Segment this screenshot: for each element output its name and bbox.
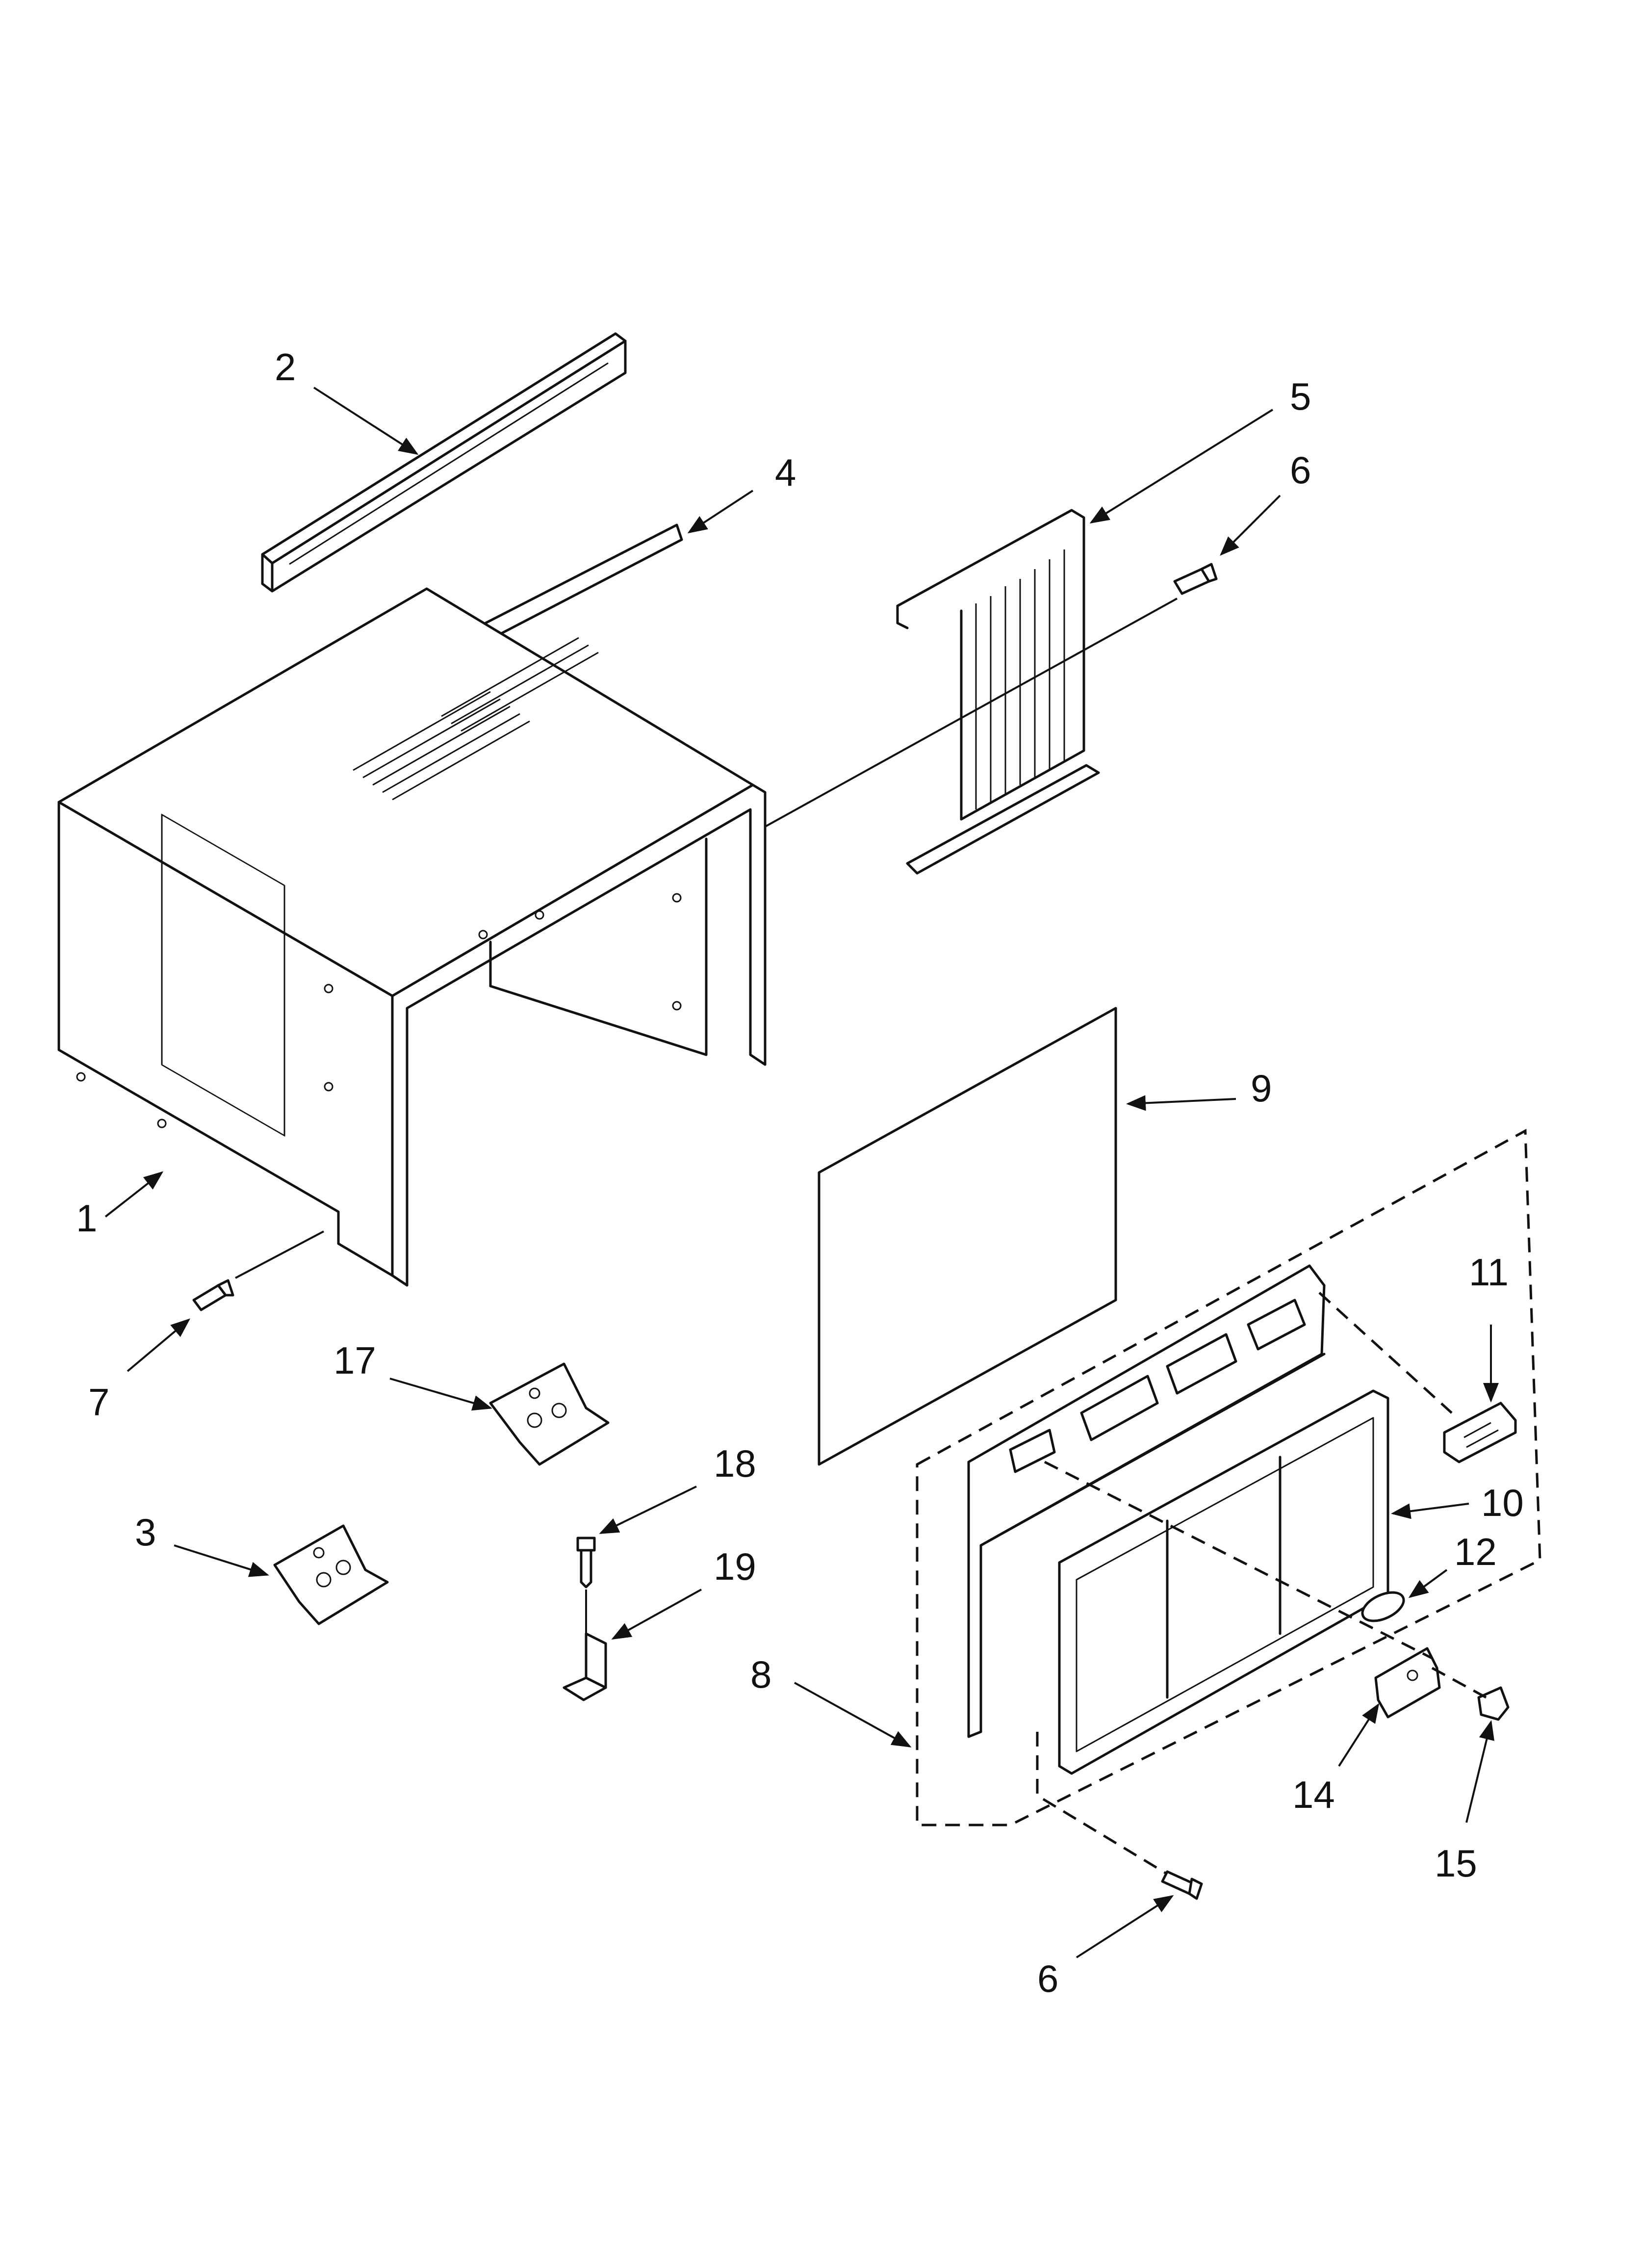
control-assembly-line (1044, 1460, 1433, 1660)
callout-15: 15 (1435, 1842, 1477, 1885)
callout-12: 12 (1454, 1530, 1497, 1573)
cabinet-side-vents (161, 813, 285, 1137)
part-condenser-baffle (896, 509, 1100, 875)
callout-7: 7 (88, 1381, 109, 1424)
callout-8: 8 (750, 1653, 771, 1696)
callout-19: 19 (714, 1545, 756, 1588)
part-control-knob (1477, 1686, 1510, 1721)
knob-line (1431, 1667, 1487, 1699)
callout-6-bottom: 6 (1037, 1957, 1058, 2000)
part-screw-bottom (1161, 1870, 1203, 1900)
part-screw-cabinet (192, 1279, 234, 1311)
part-bolt (576, 1537, 596, 1589)
callout-6-top: 6 (1290, 448, 1311, 492)
callout-14: 14 (1292, 1773, 1335, 1816)
callout-1: 1 (76, 1197, 97, 1240)
part-screw-top (1173, 563, 1218, 595)
callout-leaders (104, 387, 1499, 1958)
part-air-filter (818, 1007, 1117, 1466)
callout-17: 17 (334, 1339, 376, 1382)
part-top-rail (261, 332, 627, 593)
cabinet-top-vents (353, 637, 599, 801)
part-vent-knob (1443, 1402, 1517, 1463)
front-panel-assembly-boundary (916, 1128, 1541, 1826)
callout-10: 10 (1481, 1481, 1524, 1524)
callout-11: 11 (1469, 1251, 1509, 1294)
callout-numbers: 2 4 5 6 1 7 17 3 18 19 9 11 10 12 8 14 1… (76, 345, 1524, 2000)
assembly-line (765, 598, 1178, 828)
callout-3: 3 (135, 1511, 156, 1554)
callout-2: 2 (275, 345, 296, 389)
part-mounting-bracket-3 (273, 1524, 389, 1625)
callout-18: 18 (714, 1442, 756, 1485)
part-label (1361, 1591, 1405, 1622)
screw-line (235, 1230, 324, 1279)
bottom-screw-line (1036, 1732, 1168, 1876)
callout-5: 5 (1290, 375, 1311, 418)
part-mounting-bracket-17 (489, 1362, 610, 1466)
callout-9: 9 (1251, 1067, 1272, 1110)
knob-assembly-line (1318, 1292, 1453, 1414)
part-angle-bracket (563, 1632, 607, 1701)
callout-4: 4 (775, 451, 796, 494)
part-front-panel (967, 1264, 1389, 1775)
part-control-bracket (1374, 1647, 1441, 1719)
part-cabinet (57, 587, 767, 1287)
